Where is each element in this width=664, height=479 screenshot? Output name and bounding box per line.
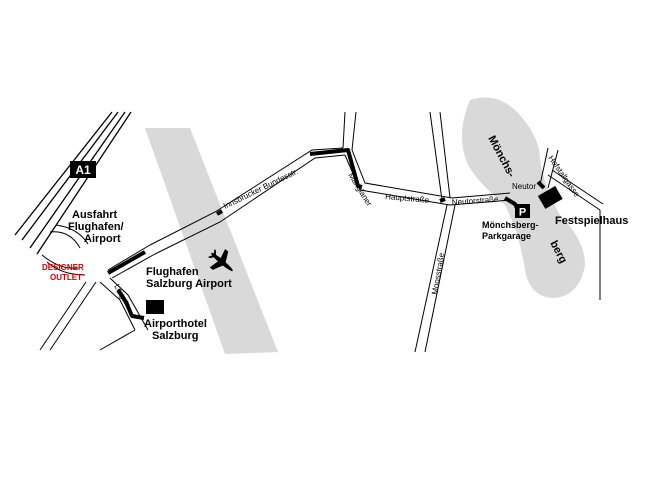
outlet-label-2: OUTLET xyxy=(50,273,82,282)
street-innsbrucker: Innsbrucker Bundesstr. xyxy=(222,167,299,211)
moenchsberg-area xyxy=(461,97,585,299)
street-hauptstrasse: Hauptstraße xyxy=(385,192,430,205)
hotel-label-2: Salzburg xyxy=(152,330,198,342)
outlet-label-1: DESIGNER xyxy=(42,263,84,272)
festival-label: Festspielhaus xyxy=(555,215,628,227)
route xyxy=(107,148,546,320)
airplane-icon xyxy=(208,248,233,272)
highway-a1 xyxy=(14,111,132,255)
parking-label-2: Parkgarage xyxy=(482,231,531,241)
exit-label-1: Ausfahrt xyxy=(72,209,118,221)
highway-label: A1 xyxy=(75,163,91,177)
airport-label-2: Salzburg Airport xyxy=(146,278,232,290)
parking-label-1: Mönchsberg- xyxy=(482,220,539,230)
exit-label-3: Airport xyxy=(84,233,121,245)
highway-shield xyxy=(70,161,96,178)
hotel-label-1: Airporthotel xyxy=(144,318,207,330)
street-neutorstrasse: Neutorstraße xyxy=(452,195,500,207)
hotel-building xyxy=(146,300,164,314)
festival-building xyxy=(537,185,563,209)
road-outlines xyxy=(39,111,604,353)
street-neutor: Neutor xyxy=(512,182,536,191)
airport-area xyxy=(145,128,278,354)
parking-symbol: P xyxy=(519,207,526,219)
exit-label-2: Flughafen/ xyxy=(68,221,124,233)
street-maxglaner: Maxglaner xyxy=(346,171,374,208)
airport-label-1: Flughafen xyxy=(146,266,199,278)
parking-icon xyxy=(515,204,530,218)
exit-ramps xyxy=(41,224,89,276)
